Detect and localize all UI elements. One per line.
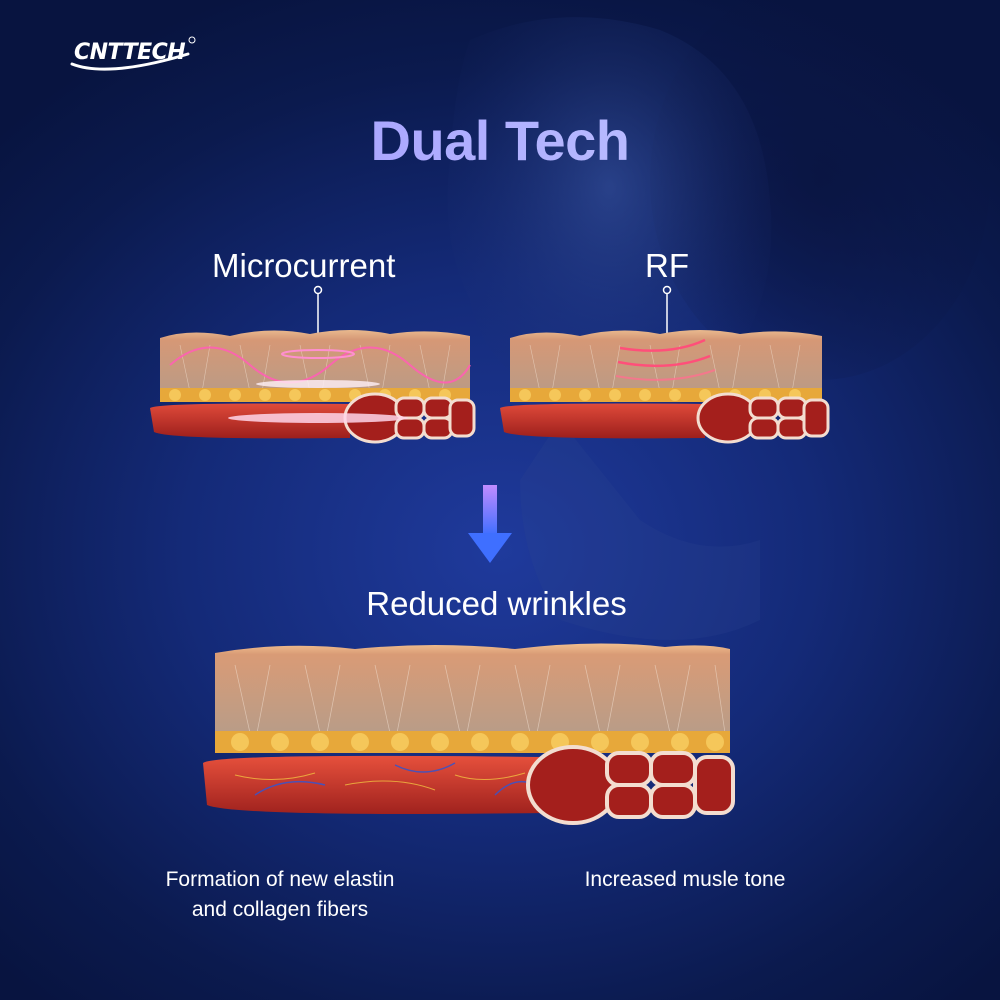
label-rf: RF [645,247,689,284]
caption-muscle-tone: Increased musle tone [584,868,786,891]
brand-logo: CNTTECH [68,34,198,74]
arrow-down-icon [468,485,512,563]
logo-text: CNTTECH [74,40,186,65]
caption-elastin-collagen: Formation of new elastin and collagen fi… [140,865,420,925]
result-tissue-illustration [203,643,735,825]
rf-tissue-illustration [500,330,830,444]
microcurrent-tissue-illustration [150,330,476,444]
page-title: Dual Tech [0,108,1000,173]
caption-left-line1: Formation of new elastin [165,868,395,891]
label-reduced-wrinkles: Reduced wrinkles [366,585,627,622]
caption-left-line2: and collagen fibers [191,898,369,921]
label-microcurrent: Microcurrent [212,247,396,284]
